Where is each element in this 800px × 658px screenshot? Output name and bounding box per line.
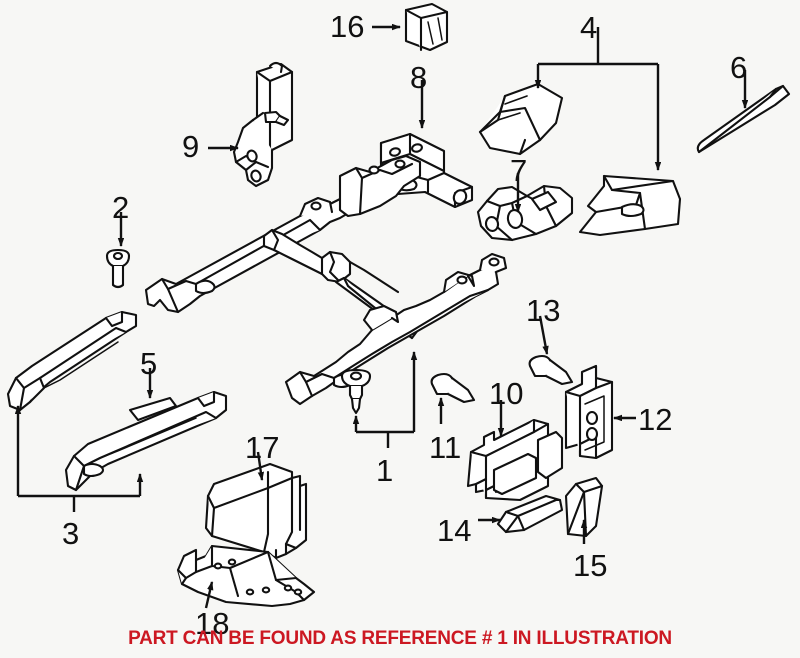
part-5-clip-plate — [128, 396, 178, 422]
reference-note: PART CAN BE FOUND AS REFERENCE # 1 IN IL… — [128, 628, 672, 649]
callout-label-7: 7 — [510, 153, 528, 188]
part-6-trim-rod — [696, 84, 791, 154]
callout-label-1: 1 — [376, 453, 394, 488]
part-11-screw — [430, 372, 476, 404]
part-13-screw — [528, 354, 574, 386]
part-4a-left-trim-panel — [478, 82, 564, 156]
part-17-control-unit — [204, 462, 308, 560]
callout-label-18: 18 — [195, 606, 230, 641]
callout-label-3: 3 — [62, 516, 80, 551]
callout-label-5: 5 — [140, 346, 158, 381]
leader-17 — [256, 451, 265, 481]
leader-18 — [204, 581, 214, 609]
callout-label-2: 2 — [112, 190, 130, 225]
callout-label-8: 8 — [410, 60, 428, 95]
callout-label-11: 11 — [429, 430, 462, 465]
callout-label-4: 4 — [580, 10, 598, 45]
callout-label-16: 16 — [330, 9, 365, 44]
part-15-cover-cap — [564, 476, 604, 538]
part-1-seat-rail-assembly — [144, 154, 508, 406]
part-2-flanged-bolt — [105, 248, 131, 289]
part-18-mounting-plate — [176, 544, 316, 608]
leader-13 — [538, 315, 549, 355]
part-16-switch-block — [404, 2, 449, 52]
part-12-relay-block — [564, 364, 614, 460]
callout-label-15: 15 — [573, 548, 608, 583]
part-4b-right-trim-panel — [578, 174, 682, 237]
part-7-pivot-bracket — [476, 184, 574, 242]
part-10-control-module — [466, 418, 564, 502]
part-14-wedge-cover — [496, 494, 564, 534]
part-1-push-bolt — [340, 368, 372, 415]
part-3b-lower-trim-cover — [64, 390, 228, 492]
callout-label-12: 12 — [638, 402, 673, 437]
part-3a-upper-trim-cover — [6, 310, 138, 412]
callout-label-6: 6 — [730, 50, 748, 85]
part-9-adjuster-motor — [232, 61, 294, 188]
callout-label-9: 9 — [182, 129, 200, 164]
callout-label-13: 13 — [526, 293, 561, 328]
callout-label-10: 10 — [489, 376, 524, 411]
callout-label-14: 14 — [437, 513, 472, 548]
callout-label-17: 17 — [245, 430, 280, 465]
